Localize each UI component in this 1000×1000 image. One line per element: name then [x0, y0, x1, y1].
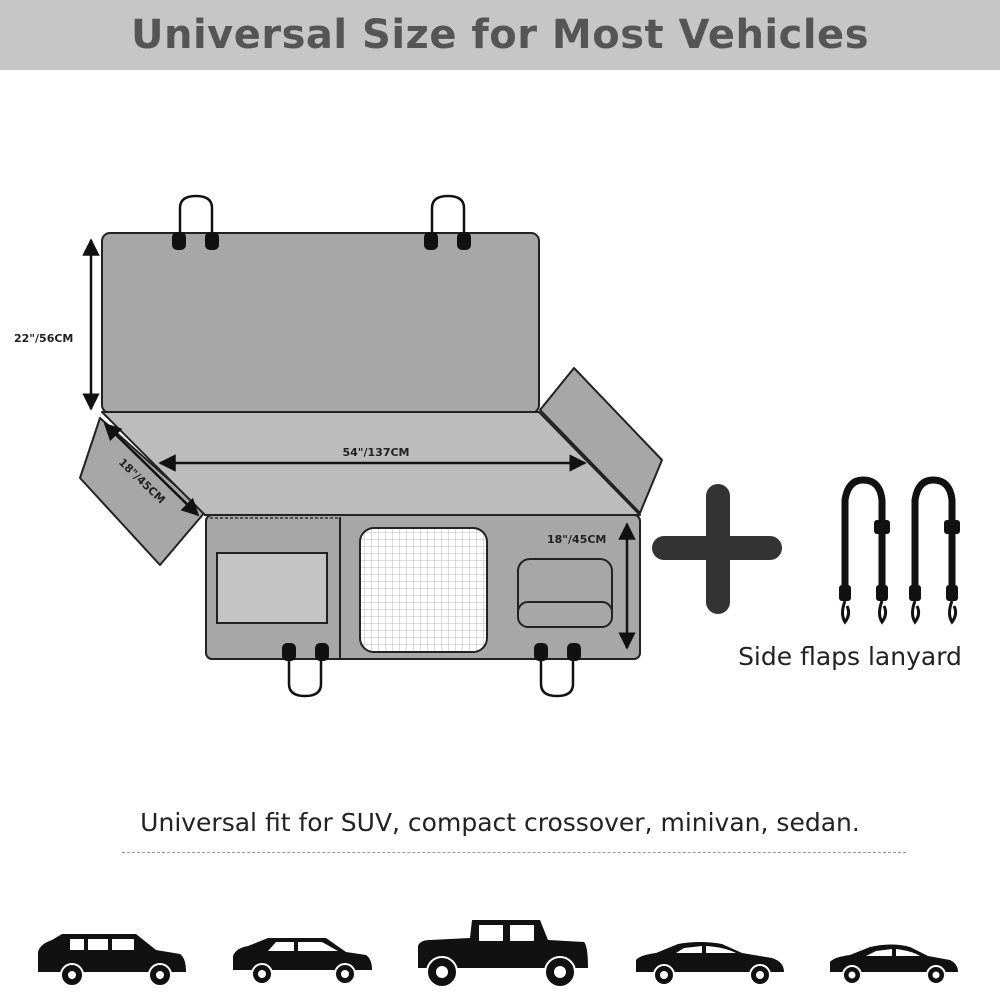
mesh-window — [359, 527, 488, 653]
right-side-flap — [539, 367, 663, 514]
suv-icon — [38, 934, 186, 987]
top-anchor-buckles — [172, 232, 471, 250]
lanyard-label: Side flaps lanyard — [738, 642, 962, 671]
backrest-panel — [101, 232, 540, 414]
storage-pocket-right — [517, 558, 613, 628]
top-anchor-straps — [178, 194, 466, 240]
pickup-truck-icon — [418, 920, 588, 988]
lanyard-straps-icon — [839, 476, 960, 625]
dimension-arrows — [82, 238, 636, 650]
bottom-anchor-buckles — [282, 643, 581, 661]
front-panel-height-label: 18"/45CM — [547, 533, 606, 546]
storage-pocket-left — [216, 552, 328, 624]
crossover-icon — [233, 938, 372, 985]
seat-width-label: 54"/137CM — [342, 446, 409, 459]
bottom-anchor-straps — [287, 655, 575, 698]
title-banner: Universal Size for Most Vehicles — [0, 0, 1000, 70]
plus-icon — [652, 484, 782, 614]
backrest-height-label: 22"/56CM — [14, 332, 73, 345]
divider — [122, 852, 906, 853]
fit-description: Universal fit for SUV, compact crossover… — [140, 808, 860, 837]
page-title: Universal Size for Most Vehicles — [130, 12, 869, 58]
sedan-icon — [636, 942, 784, 986]
coupe-icon — [830, 944, 958, 985]
